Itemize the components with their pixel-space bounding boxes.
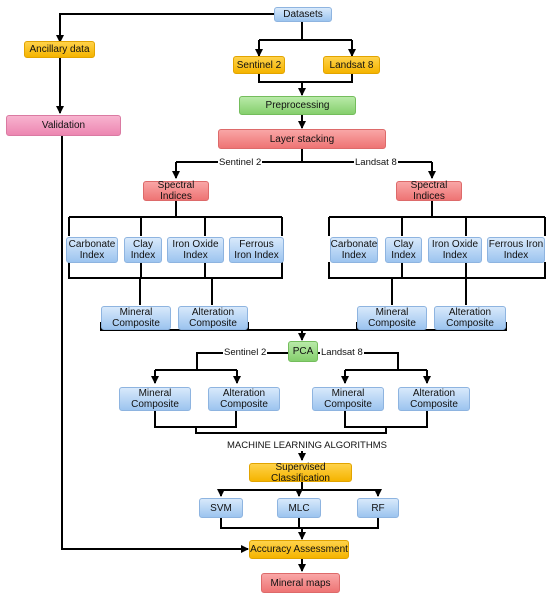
carbonate-index-left-node: Carbonate Index (66, 237, 118, 263)
iron-oxide-index-left-node: Iron Oxide Index (167, 237, 224, 263)
pca-branch-label-sentinel: Sentinel 2 (223, 347, 268, 358)
supervised-classification-node: Supervised Classification (249, 462, 352, 484)
ferrous-iron-index-left-node: Ferrous Iron Index (229, 237, 284, 263)
ferrous-iron-index-right-node: Ferrous Iron Index (487, 237, 545, 263)
preprocessing-node: Preprocessing (239, 96, 356, 115)
spectral-indices-right-node: Spectral Indices (396, 180, 462, 202)
mlc-node: MLC (277, 498, 321, 518)
ancillary-data-node: Ancillary data (24, 41, 95, 58)
accuracy-assessment-node: Accuracy Assessment (249, 540, 349, 559)
branch-label-landsat: Landsat 8 (354, 157, 398, 168)
branch-label-sentinel: Sentinel 2 (218, 157, 263, 168)
clay-index-left-node: Clay Index (124, 237, 162, 263)
carbonate-index-right-node: Carbonate Index (330, 237, 378, 263)
alteration-composite-left-node: Alteration Composite (178, 306, 248, 330)
pca-mineral-composite-left-node: Mineral Composite (119, 387, 191, 411)
mineral-composite-right-node: Mineral Composite (357, 306, 427, 330)
mineral-maps-node: Mineral maps (261, 573, 340, 593)
sentinel2-node: Sentinel 2 (233, 56, 285, 74)
ml-algorithms-label: MACHINE LEARNING ALGORITHMS (226, 440, 388, 451)
datasets-node: Datasets (274, 7, 332, 22)
landsat8-node: Landsat 8 (323, 56, 380, 74)
pca-mineral-composite-right-node: Mineral Composite (312, 387, 384, 411)
clay-index-right-node: Clay Index (385, 237, 422, 263)
spectral-indices-left-node: Spectral Indices (143, 180, 209, 202)
alteration-composite-right-node: Alteration Composite (434, 306, 506, 330)
svm-node: SVM (199, 498, 243, 518)
validation-node: Validation (6, 115, 121, 136)
pca-branch-label-landsat: Landsat 8 (320, 347, 364, 358)
pca-node: PCA (288, 341, 318, 362)
pca-alteration-composite-left-node: Alteration Composite (208, 387, 280, 411)
pca-alteration-composite-right-node: Alteration Composite (398, 387, 470, 411)
iron-oxide-index-right-node: Iron Oxide Index (428, 237, 482, 263)
mineral-composite-left-node: Mineral Composite (101, 306, 171, 330)
rf-node: RF (357, 498, 399, 518)
layer-stacking-node: Layer stacking (218, 129, 386, 149)
